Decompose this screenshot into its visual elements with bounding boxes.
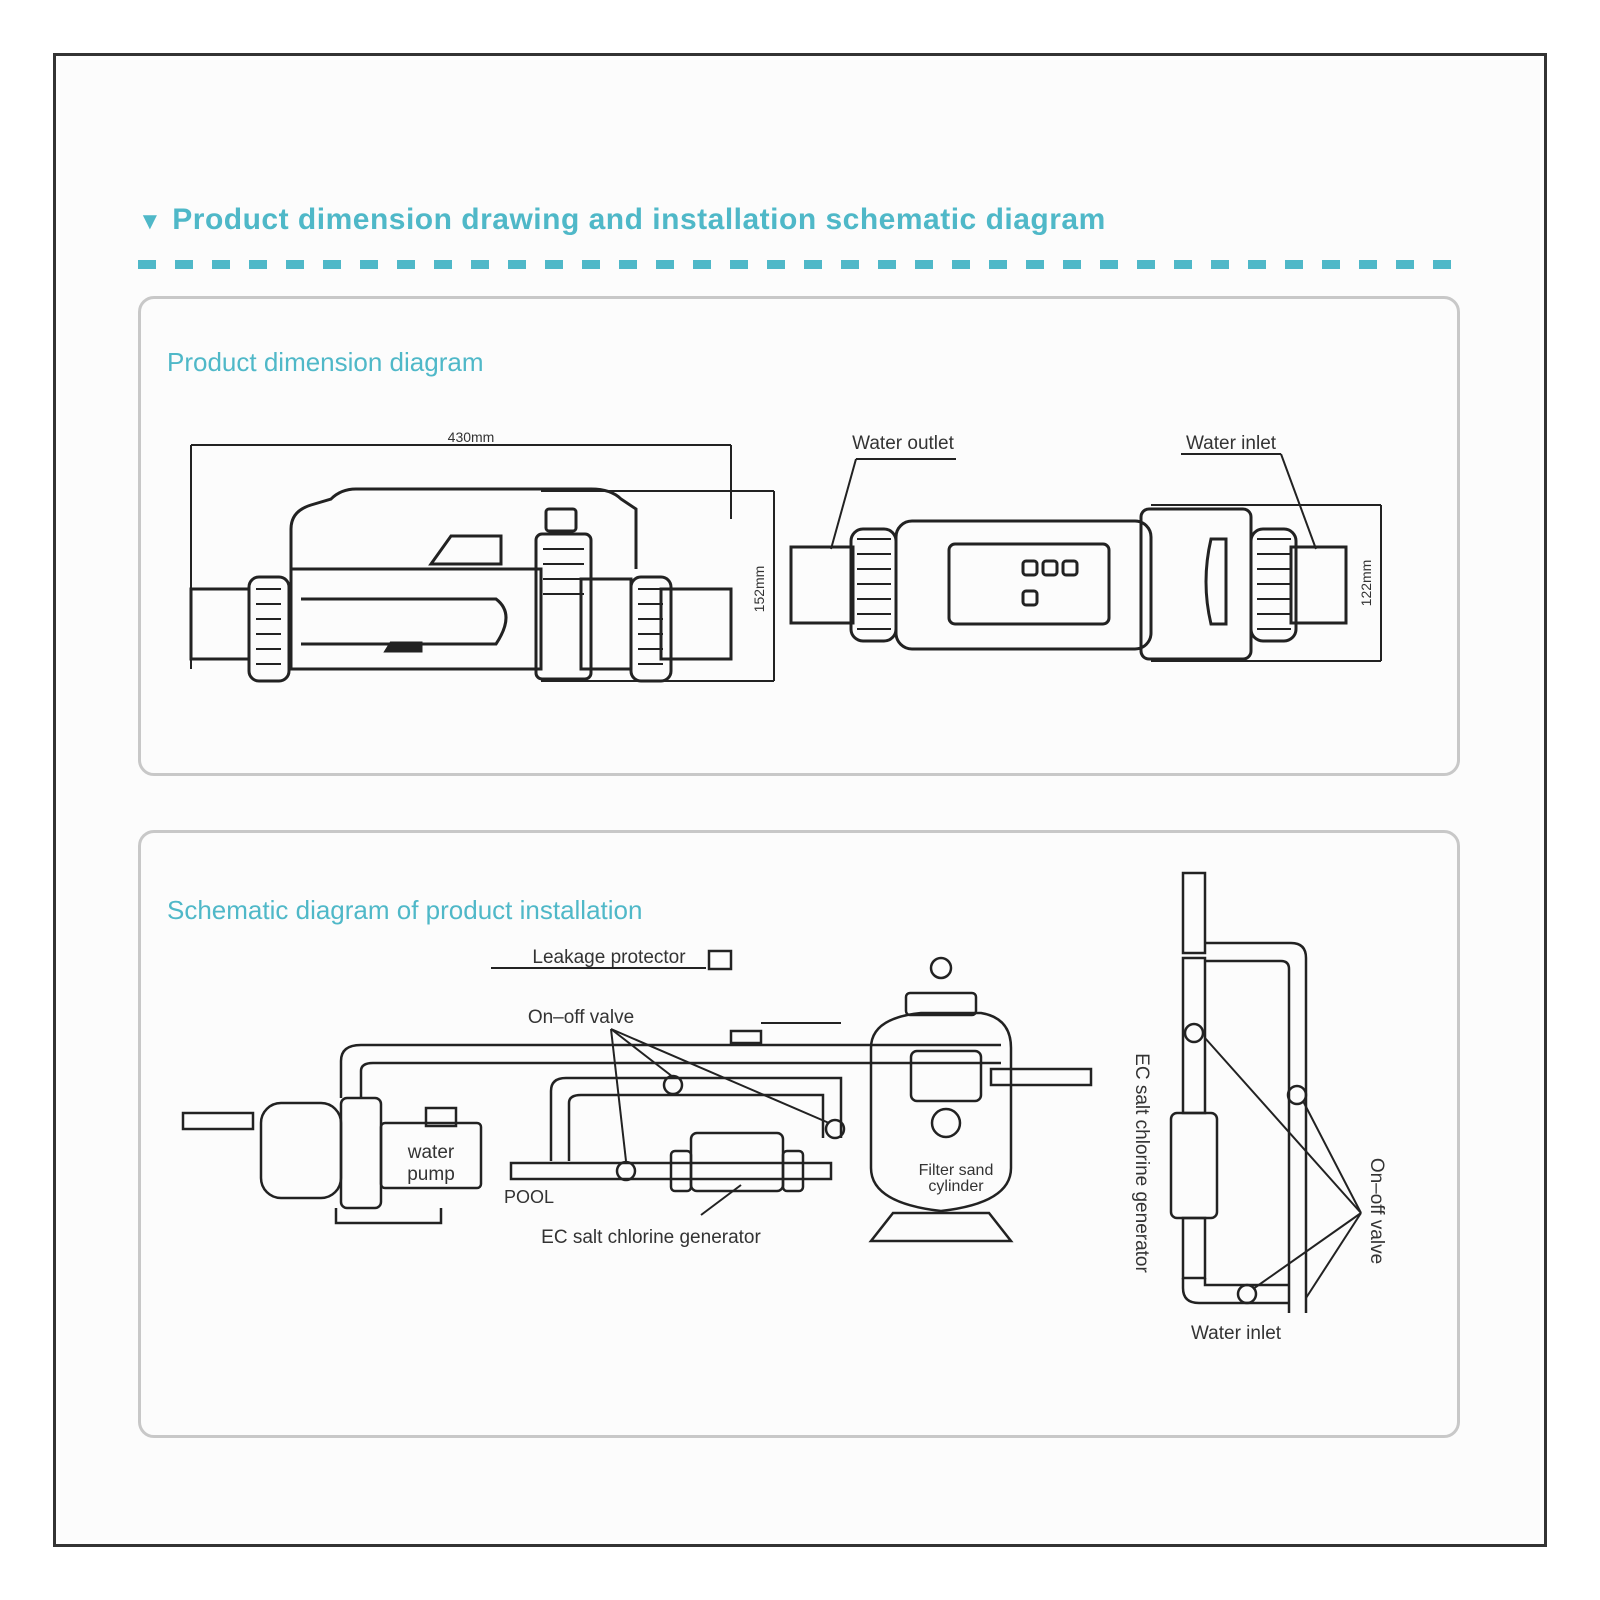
side-height-dimension-label: 152mm xyxy=(751,566,767,613)
leakage-protector-label: Leakage protector xyxy=(532,947,686,968)
onoff-valve-label: On–off valve xyxy=(528,1007,634,1028)
triangle-icon: ▼ xyxy=(138,208,163,235)
dimension-panel: Product dimension diagram xyxy=(138,296,1460,776)
filter-label-line2: cylinder xyxy=(928,1178,984,1195)
front-height-dimension-label: 122mm xyxy=(1358,560,1374,607)
water-pump-label-line2: pump xyxy=(407,1164,455,1185)
dimension-panel-title: Product dimension diagram xyxy=(167,347,484,377)
water-pump-label-line1: water xyxy=(407,1142,455,1163)
side-generator-label: EC salt chlorine generator xyxy=(1131,1053,1152,1273)
page-title: ▼ Product dimension drawing and installat… xyxy=(138,203,1106,237)
width-dimension-label: 430mm xyxy=(448,429,495,445)
dashed-divider xyxy=(138,260,1460,269)
water-inlet-label: Water inlet xyxy=(1186,433,1277,454)
generator-label: EC salt chlorine generator xyxy=(541,1227,761,1248)
page-title-text: Product dimension drawing and installati… xyxy=(172,203,1106,236)
installation-panel: Schematic diagram of product installatio… xyxy=(138,830,1460,1438)
side-onoff-valve-label: On–off valve xyxy=(1366,1158,1387,1264)
filter-label-line1: Filter sand xyxy=(919,1162,994,1179)
installation-drawing: Leakage protector On–off valve water pum… xyxy=(181,871,1387,1344)
water-outlet-label: Water outlet xyxy=(852,433,954,454)
pool-label: POOL xyxy=(504,1187,554,1207)
installation-panel-title: Schematic diagram of product installatio… xyxy=(167,895,643,925)
side-water-inlet-label: Water inlet xyxy=(1191,1323,1282,1344)
dimension-drawing: 430mm 152mm xyxy=(189,429,1382,683)
